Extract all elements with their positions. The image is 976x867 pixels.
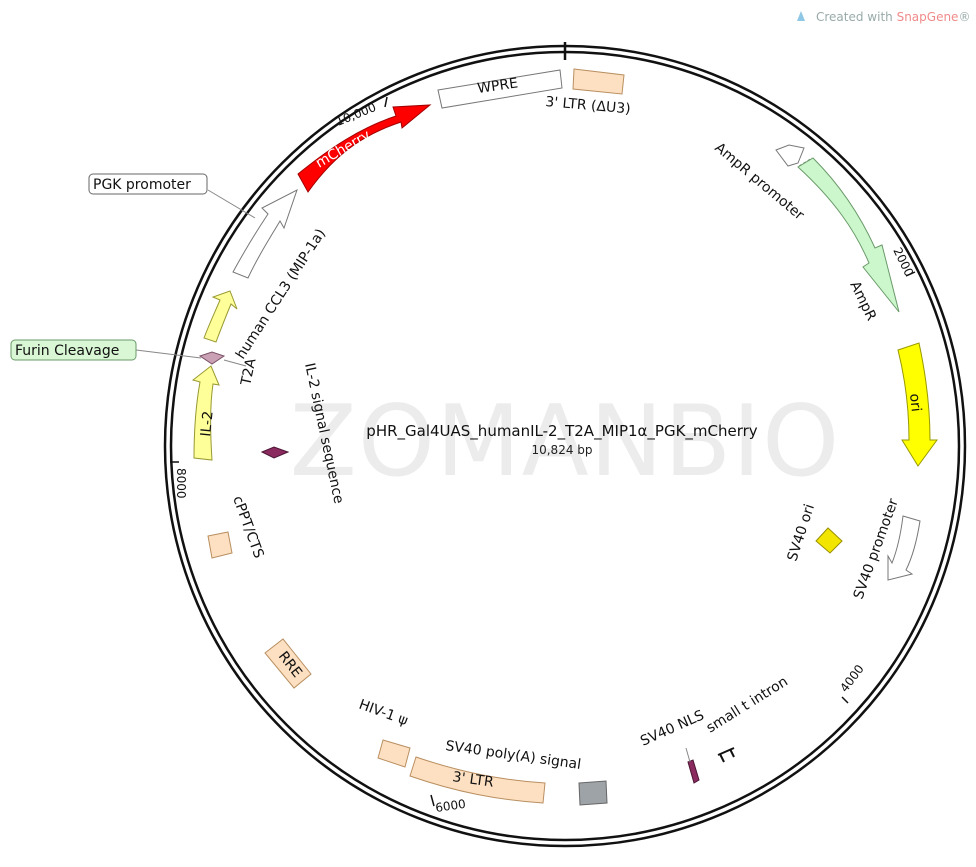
feature-rre: RRE xyxy=(264,638,312,689)
svg-text:SV40 NLS: SV40 NLS xyxy=(638,707,707,749)
svg-text:IL-2: IL-2 xyxy=(198,410,217,437)
plasmid-size: 10,824 bp xyxy=(531,443,592,457)
svg-text:SV40 promoter: SV40 promoter xyxy=(851,496,902,601)
feature-hiv1-psi: HIV-1 ψ xyxy=(357,697,411,768)
svg-text:3' LTR (ΔU3): 3' LTR (ΔU3) xyxy=(545,94,632,117)
feature-il2: IL-2 xyxy=(191,365,220,461)
svg-text:4000: 4000 xyxy=(837,662,867,695)
svg-text:SV40 poly(A) signal: SV40 poly(A) signal xyxy=(444,738,582,773)
svg-text:PGK promoter: PGK promoter xyxy=(93,177,191,193)
brand-prefix: Created with xyxy=(816,10,897,24)
svg-text:3' LTR: 3' LTR xyxy=(451,769,494,791)
svg-text:small t intron: small t intron xyxy=(704,674,791,737)
svg-text:6000: 6000 xyxy=(434,797,466,815)
svg-text:cPPT/CTS: cPPT/CTS xyxy=(229,494,266,561)
feature-cppt-cts: cPPT/CTS xyxy=(207,494,267,561)
svg-text:Furin Cleavage: Furin Cleavage xyxy=(15,343,119,359)
feature-pgk-promoter: PGK promoter xyxy=(88,173,298,279)
brand-name: SnapGene xyxy=(897,10,959,24)
feature-small-t-intron: small t intron xyxy=(704,674,791,763)
svg-text:SV40 ori: SV40 ori xyxy=(785,502,818,563)
feature-ori: ori xyxy=(897,342,938,467)
snapgene-brand: Created with SnapGene® xyxy=(797,10,970,24)
watermark: ZOMANBIO xyxy=(290,385,840,499)
svg-text:ori: ori xyxy=(906,393,924,413)
tick-8000: 8000 xyxy=(170,461,188,499)
svg-text:Created with SnapGene®: Created with SnapGene® xyxy=(816,10,970,24)
feature-3-ltr-du3: 3' LTR (ΔU3) xyxy=(545,68,632,117)
svg-text:AmpR: AmpR xyxy=(846,279,879,324)
svg-text:WPRE: WPRE xyxy=(476,75,519,97)
svg-text:mCherry: mCherry xyxy=(313,127,373,171)
svg-text:8000: 8000 xyxy=(174,468,188,499)
feature-sv40-ori: SV40 ori xyxy=(785,502,843,563)
feature-sv40-nls: SV40 NLS xyxy=(638,707,707,784)
brand-mark: ® xyxy=(958,10,970,24)
snapgene-logo-icon xyxy=(797,11,805,21)
tick-6000: 6000 xyxy=(430,794,467,815)
feature-3-ltr: 3' LTR xyxy=(409,756,546,804)
feature-human-ccl3: human CCL3 (MIP-1a) xyxy=(203,226,329,362)
plasmid-name: pHR_Gal4UAS_humanIL-2_T2A_MIP1α_PGK_mChe… xyxy=(366,422,758,441)
feature-furin-cleavage: Furin Cleavage xyxy=(10,339,247,367)
feature-ampr: AmpR xyxy=(797,157,900,324)
feature-t2a-label: T2A xyxy=(238,357,260,388)
feature-ampr-promoter: AmpR promoter xyxy=(711,140,807,224)
feature-sv40-promoter: SV40 promoter xyxy=(851,496,921,601)
svg-text:HIV-1 ψ: HIV-1 ψ xyxy=(357,697,410,729)
feature-wpre: WPRE xyxy=(437,69,563,109)
tick-4000: 4000 xyxy=(837,662,867,704)
